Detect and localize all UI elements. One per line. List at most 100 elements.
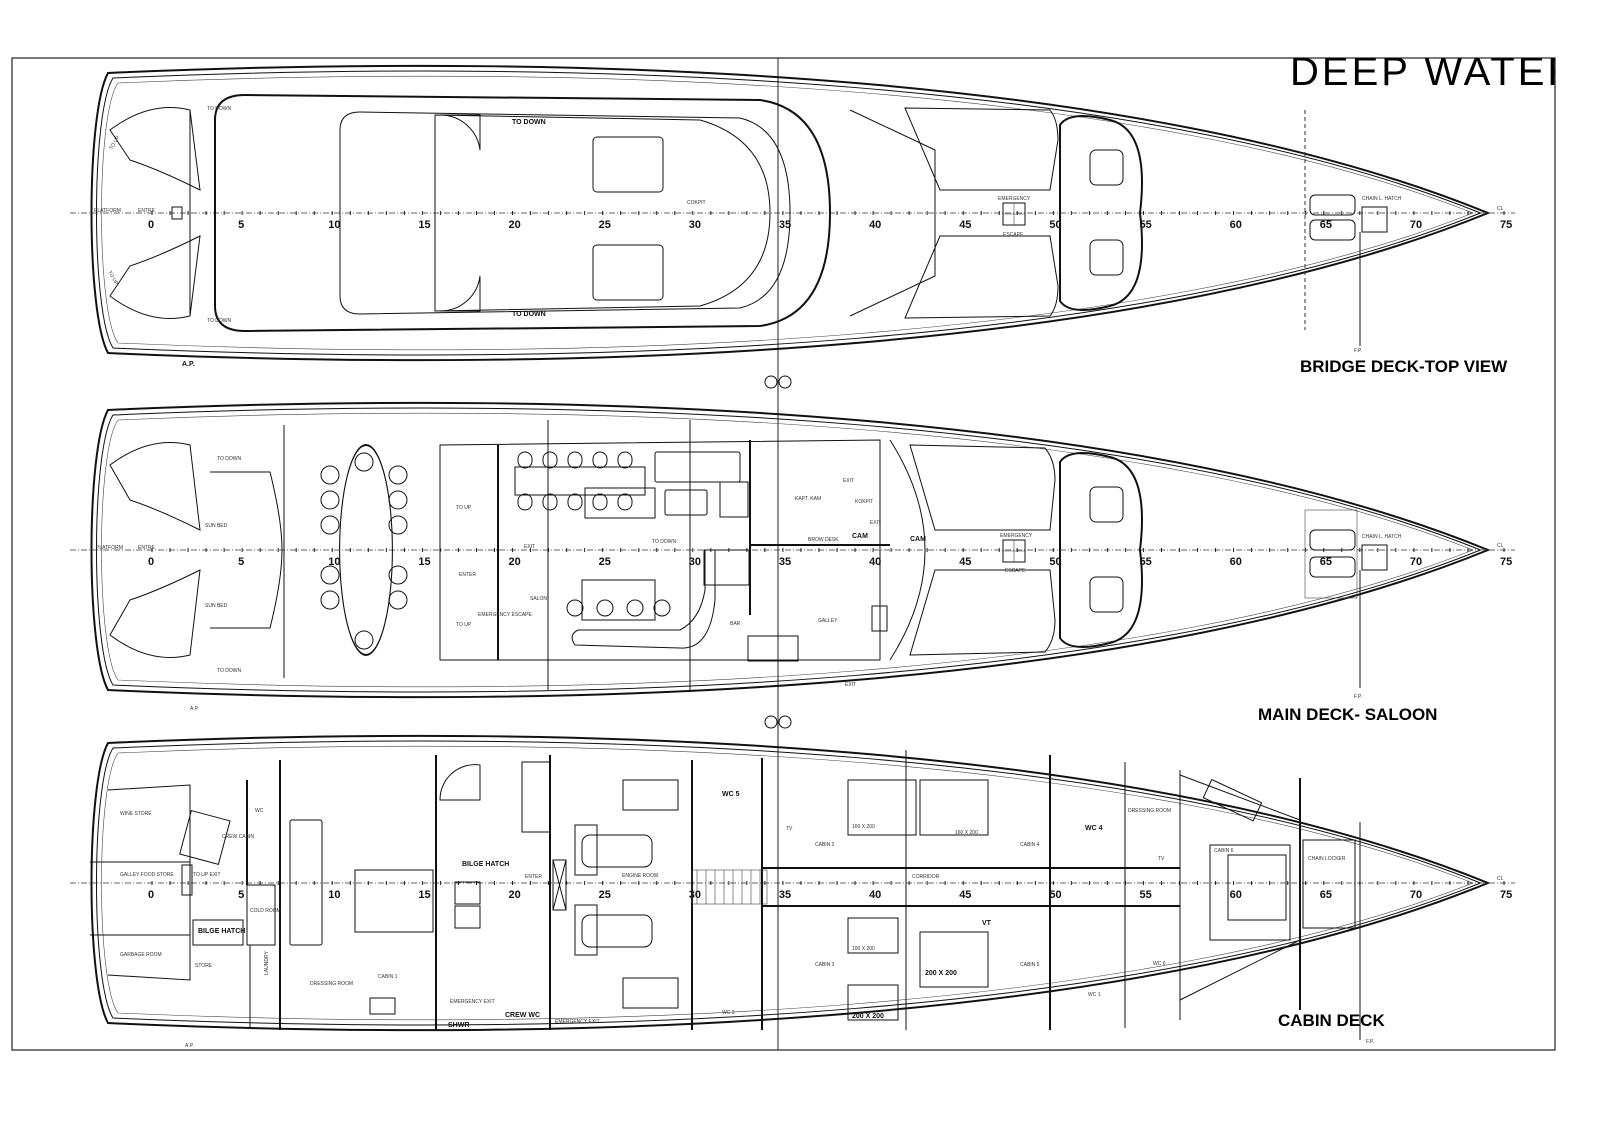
label-to-up: TO UP [109,134,122,151]
station-number: 55 [1139,556,1151,568]
station-number: 65 [1320,219,1332,231]
label-exit: EXIT [843,478,854,484]
label-tv: TV [1158,856,1165,862]
station-number: 70 [1410,889,1422,901]
station-number: 45 [959,889,971,901]
station-number: 5 [238,556,244,568]
station-number: 55 [1139,889,1151,901]
label-emergency: EMERGENCY [1000,533,1033,539]
label-ap: A.P. [190,706,199,712]
label-engine-room: ENGINE ROOM [622,873,658,879]
chair [354,630,374,650]
station-number: 20 [509,219,521,231]
label-to-up: TO UP [456,622,472,628]
label-escape: ESCAPE [1003,232,1024,238]
station-number: 0 [148,219,154,231]
chair [388,590,408,610]
station-number: 15 [418,219,430,231]
section-symbol [764,375,792,389]
label-to-down: TO DOWN [217,456,241,462]
chair [320,590,340,610]
label-entre: ENTRE [138,545,156,551]
label-galley-food-store: GALLEY FOOD STORE [120,872,174,878]
station-number: 30 [689,219,701,231]
label-salon: SALON [530,596,547,602]
station-number: 40 [869,556,881,568]
station-number: 10 [328,889,340,901]
main-deck-layout [109,420,1388,690]
station-number: 75 [1500,889,1512,901]
brand-title: DEEP WATER [1290,50,1579,94]
bar-stool [653,599,671,617]
label-cabin-5: CABIN 5 [1020,962,1040,968]
chair [542,451,558,469]
hull-outline [101,745,1474,1021]
station-number: 25 [599,219,611,231]
label-bed-size: 200 X 200 [925,970,957,977]
station-number: 25 [599,556,611,568]
chair [388,465,408,485]
label-vt: VT [982,920,992,927]
label-exit: EXIT [870,520,881,526]
label-kokpit: KOKPIT [855,499,873,505]
label-corridor: CORRIDOR [912,874,940,880]
bridge-deck-layout [109,93,1388,346]
label-to-down: TO DOWN [207,106,231,112]
deck-title-main: MAIN DECK- SALOON [1258,705,1437,724]
label-exit: EXIT [524,544,535,550]
station-number: 45 [959,556,971,568]
station-number: 45 [959,219,971,231]
label-sun-bed: SUN BED [205,523,228,529]
station-number: 30 [689,556,701,568]
station-number: 5 [238,219,244,231]
station-number: 70 [1410,219,1422,231]
station-number: 55 [1139,219,1151,231]
label-entre: ENTRE [138,208,156,214]
label-wc-6: WC 6 [1153,961,1166,967]
section-symbol [764,715,792,729]
label-wc-1: WC 1 [1088,992,1101,998]
centerline-label: CL [1497,206,1504,212]
label-crew-wc: CREW WC [505,1012,540,1019]
station-number: 35 [779,889,791,901]
centerline-label: CL [1497,543,1504,549]
label-to-down: TO DOWN [512,119,546,126]
label-chain-locker: CHAIN LOCKER [1308,856,1346,862]
hull-outline [96,740,1482,1026]
label-chain-hatch: CHAIN L. HATCH [1362,196,1402,202]
station-number: 65 [1320,556,1332,568]
label-cam: CAM [910,536,926,543]
chair [388,565,408,585]
label-to-up-exit: TO UP EXIT [193,872,221,878]
station-number: 70 [1410,556,1422,568]
label-wc-5: WC 5 [722,791,740,798]
station-number: 0 [148,556,154,568]
label-wc-4: WC 4 [1085,825,1103,832]
chair [320,515,340,535]
label-emergency: EMERGENCY [998,196,1031,202]
station-number: 10 [328,219,340,231]
label-to-down: TO DOWN [217,668,241,674]
label-emergency-exit: EMERGENCY EXIT [450,999,495,1005]
main-deck-labels: PLATFORM ENTRE TO DOWN TO DOWN SUN BED S… [96,456,1437,724]
label-emergency-exit: EMERGENCY EXIT [555,1019,600,1025]
hull-outline [90,734,1491,1032]
bridge-deck-labels: PLATFORM ENTRE TO DOWN TO DOWN TO DOWN T… [94,106,1508,376]
label-bar: BAR [730,621,741,627]
label-bed-size: 200 X 200 [852,1013,884,1020]
chair [320,490,340,510]
label-bed-size: 160 X 200 [955,830,978,836]
label-chain-hatch: CHAIN L. HATCH [1362,534,1402,540]
label-cam: CAM [852,533,868,540]
label-dressing-room: DRESSING ROOM [1128,808,1171,814]
station-number: 5 [238,889,244,901]
chair [388,515,408,535]
label-escape: ESCAPE [1005,568,1026,574]
label-fp: F.P. [1366,1039,1374,1045]
hull-outline [90,64,1491,362]
station-number: 65 [1320,889,1332,901]
label-ap: A.P. [182,361,195,368]
label-to-down: TO DOWN [512,311,546,318]
deck-title-cabin: CABIN DECK [1278,1011,1385,1030]
